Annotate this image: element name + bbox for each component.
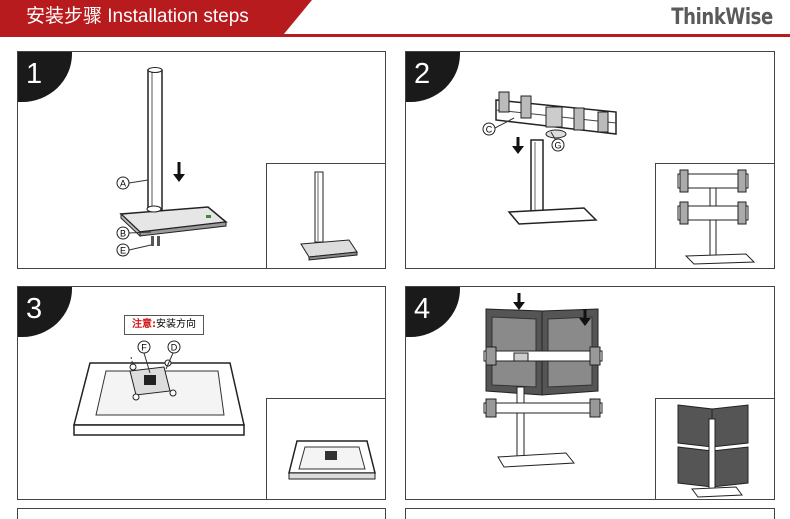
step-number: 3 bbox=[26, 293, 43, 325]
header: 安装步骤 Installation steps ThinkWise bbox=[0, 0, 790, 40]
next-panel-left bbox=[17, 508, 386, 519]
header-divider bbox=[0, 34, 790, 37]
label-b: B bbox=[120, 229, 126, 239]
step-2-panel: 2 C G bbox=[405, 51, 775, 269]
page-title: 安装步骤 Installation steps bbox=[26, 6, 249, 27]
brand-logo: ThinkWise bbox=[671, 5, 773, 30]
step-4-panel: 4 bbox=[405, 286, 775, 500]
title-banner bbox=[0, 0, 312, 34]
step-badge: 2 bbox=[406, 52, 460, 102]
notice-text: 安装方向 bbox=[156, 319, 196, 330]
notice-prefix: 注意: bbox=[132, 319, 156, 330]
step-number: 2 bbox=[414, 58, 431, 90]
install-direction-notice: 注意:安装方向 bbox=[124, 315, 204, 335]
label-a: A bbox=[120, 179, 126, 189]
label-g: G bbox=[554, 141, 561, 151]
next-panel-right bbox=[405, 508, 775, 519]
step-1-illustration: A B E bbox=[116, 67, 228, 257]
step-1-inset bbox=[266, 163, 385, 268]
step-3-illustration: F D bbox=[73, 340, 245, 436]
label-c: C bbox=[486, 125, 493, 135]
step-3-inset bbox=[266, 398, 385, 499]
step-number: 4 bbox=[414, 293, 431, 325]
step-1-panel: 1 A B E bbox=[17, 51, 386, 269]
label-d: D bbox=[171, 343, 178, 353]
step-2-illustration: C G bbox=[482, 91, 617, 225]
label-e: E bbox=[120, 246, 126, 256]
step-2-inset bbox=[655, 163, 774, 268]
step-number: 1 bbox=[26, 58, 43, 90]
step-4-inset bbox=[655, 398, 774, 499]
label-f: F bbox=[141, 343, 147, 353]
step-4-illustration bbox=[483, 293, 603, 468]
